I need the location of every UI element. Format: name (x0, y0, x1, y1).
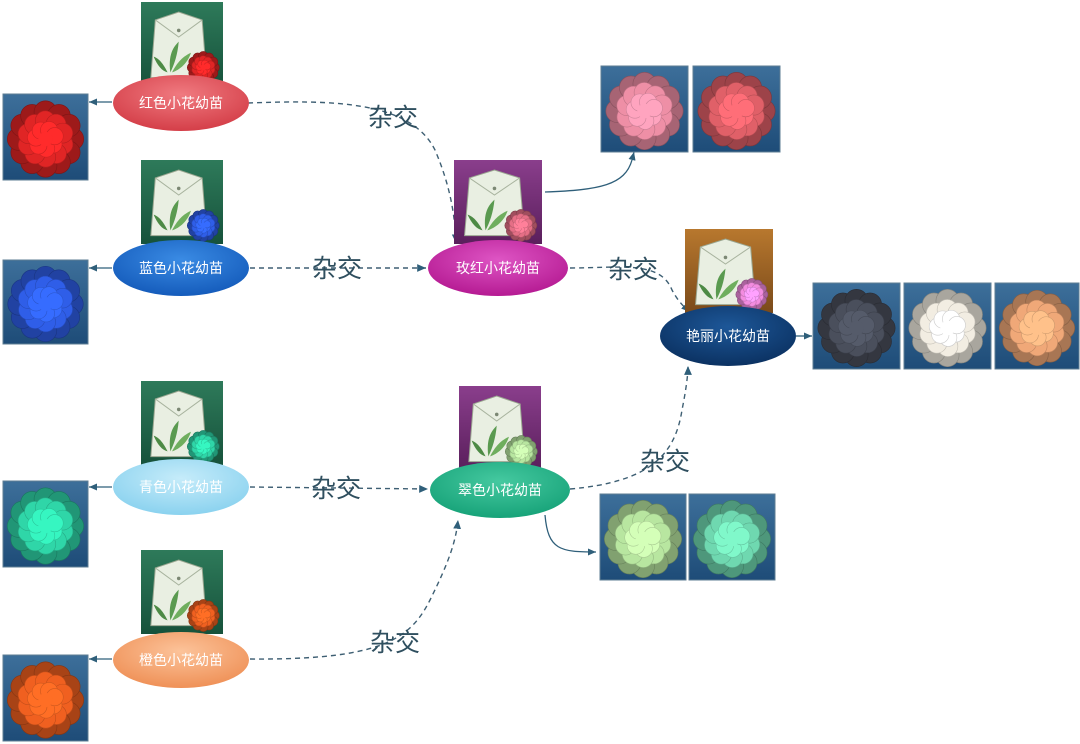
node-label: 玫红小花幼苗 (456, 261, 540, 277)
seed-pack-icon (459, 386, 541, 470)
flower-tile-crimson (692, 65, 781, 153)
seed-pack-icon (141, 160, 223, 244)
flower-tile-pink (600, 65, 689, 153)
node-rose-seedling: 玫红小花幼苗 (428, 240, 568, 296)
node-blue-seedling: 蓝色小花幼苗 (113, 240, 249, 296)
edge-rose-to-gorgeous (569, 266, 691, 313)
node-label: 红色小花幼苗 (139, 95, 223, 112)
node-cyan-seedling: 青色小花幼苗 (113, 459, 249, 515)
node-red-seedling: 红色小花幼苗 (113, 75, 249, 131)
edge-rose-output (544, 151, 636, 193)
edge-jade-output (544, 514, 597, 556)
cross-label: 杂交 (311, 474, 361, 503)
node-label: 翠色小花幼苗 (458, 482, 542, 499)
flower-tile-teal-green (688, 493, 776, 581)
flower-tile-black (812, 282, 901, 370)
node-label: 艳丽小花幼苗 (686, 329, 770, 345)
flower-tile-peach (994, 282, 1080, 370)
cross-label: 杂交 (368, 103, 418, 132)
seed-pack-icon (141, 381, 223, 465)
flower-tile-white (903, 282, 992, 370)
seed-packs (141, 2, 773, 634)
cross-label: 杂交 (640, 447, 690, 476)
flower-tiles (2, 65, 1080, 742)
node-label: 橙色小花幼苗 (139, 652, 223, 669)
seed-pack-icon (141, 550, 223, 634)
flower-tile-light-green (599, 493, 687, 581)
edge-jade-to-gorgeous (569, 365, 692, 490)
node-label: 蓝色小花幼苗 (139, 260, 223, 277)
flower-tile-blue (2, 259, 89, 345)
cross-label: 杂交 (608, 255, 658, 284)
flower-tile-cyan (2, 480, 89, 568)
flower-tile-orange (2, 654, 89, 742)
seed-pack-icon (685, 229, 773, 313)
node-label: 青色小花幼苗 (139, 479, 223, 496)
seedling-nodes: 红色小花幼苗 蓝色小花幼苗 玫红小花幼苗 青色小花幼苗 橙色小花幼苗 翠色小花幼… (113, 75, 796, 688)
node-gorgeous-seedling: 艳丽小花幼苗 (660, 306, 796, 366)
flower-tile-red (2, 93, 89, 181)
node-jade-seedling: 翠色小花幼苗 (430, 462, 570, 518)
edge-red-to-rose (247, 101, 460, 244)
edge-cyan-to-jade (249, 484, 429, 493)
seed-pack-icon (454, 160, 542, 244)
edge-orange-to-jade (249, 519, 462, 660)
edges (89, 98, 812, 663)
cross-label: 杂交 (312, 254, 362, 283)
seed-pack-icon (141, 2, 223, 86)
node-orange-seedling: 橙色小花幼苗 (113, 632, 249, 688)
cross-label: 杂交 (370, 628, 420, 657)
cross-labels: 杂交 杂交 杂交 杂交 杂交 杂交 (311, 103, 690, 657)
